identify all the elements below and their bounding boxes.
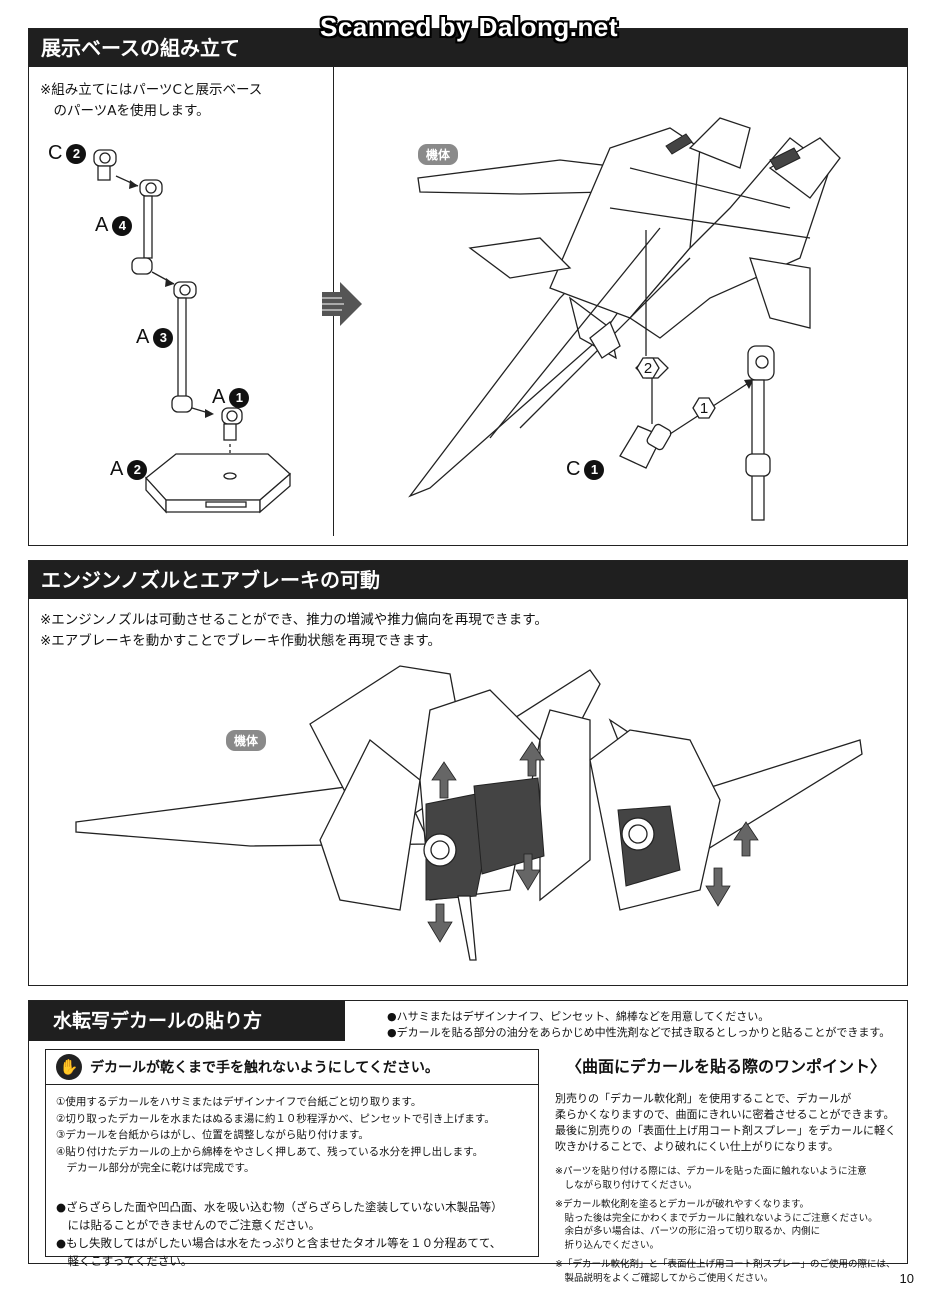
tip-line: 吹きかけることで、より破れにくい仕上がりになります。 xyxy=(555,1140,839,1153)
tip-note: 製品説明をよくご確認してからご使用ください。 xyxy=(555,1272,774,1284)
note-line-1: ※エンジンノズルは可動させることができ、推力の増減や推力偏向を再現できます。 xyxy=(40,612,548,628)
decal-steps-list: ①使用するデカールをハサミまたはデザインナイフで台紙ごと切り取ります。 ②切り取… xyxy=(56,1094,495,1177)
note-line-2: のパーツAを使用します。 xyxy=(40,103,210,119)
decal-note: 軽くこすってください。 xyxy=(56,1254,193,1268)
page-number: 10 xyxy=(899,1271,914,1286)
tip-note: ※パーツを貼り付ける際には、デカールを貼った面に触れないように注意 xyxy=(555,1166,867,1177)
tip-note: しながら取り付けてください。 xyxy=(555,1179,698,1191)
scan-watermark: Scanned by Dalong.net xyxy=(320,12,618,42)
required-tools-line: ●デカールを貼る部分の油分をあらかじめ中性洗剤などで拭き取るとしっかりと貼ること… xyxy=(387,1026,891,1039)
part-letter: C xyxy=(48,142,63,164)
tip-note: 貼った後は完全にかわくまでデカールに触れないようにご注意ください。 xyxy=(555,1212,878,1224)
warning-text: デカールが乾くまで手を触れないようにしてください。 xyxy=(90,1060,439,1076)
engine-nozzle-note: ※エンジンノズルは可動させることができ、推力の増減や推力偏向を再現できます。 ※… xyxy=(40,610,548,652)
step-number-1-label: 1 xyxy=(699,399,709,417)
tip-line: 最後に別売りの「表面仕上げ用コート剤スプレー」をデカールに軽く xyxy=(555,1124,896,1137)
required-tools-line: ●ハサミまたはデザインナイフ、ピンセット、綿棒などを用意してください。 xyxy=(387,1010,770,1023)
display-base-note: ※組み立てにはパーツCと展示ベース のパーツAを使用します。 xyxy=(40,80,262,122)
part-number-badge: 1 xyxy=(584,459,605,480)
tip-note: 折り込んでください。 xyxy=(555,1239,660,1251)
decal-step: ②切り取ったデカールを水またはぬるま湯に約１０秒程浮かべ、ピンセットで引き上げま… xyxy=(56,1112,495,1125)
tip-note: ※デカール軟化剤を塗るとデカールが破れやすくなります。 xyxy=(555,1199,810,1210)
aircraft-underside-illustration xyxy=(408,117,841,521)
tip-notes: ※パーツを貼り付ける際には、デカールを貼った面に触れないように注意 しながら取り… xyxy=(549,1165,903,1285)
warning-header: ✋ デカールが乾くまで手を触れないようにしてください。 xyxy=(46,1050,538,1085)
part-number-badge: 2 xyxy=(127,459,148,480)
aircraft-rear-illustration xyxy=(75,665,863,961)
tip-line: 別売りの「デカール軟化剤」を使用することで、デカールが xyxy=(555,1092,852,1105)
part-letter: A xyxy=(95,214,109,236)
decal-note: ●もし失敗してはがしたい場合は水をたっぷりと含ませたタオル等を１０分程あてて、 xyxy=(56,1236,502,1250)
required-tools-list: ●ハサミまたはデザインナイフ、ピンセット、綿棒などを用意してください。 ●デカー… xyxy=(387,1009,890,1041)
decal-step: ③デカールを台紙からはがし、位置を調整しながら貼り付けます。 xyxy=(56,1129,369,1141)
tip-title: 〈曲面にデカールを貼る際のワンポイント〉 xyxy=(565,1057,886,1076)
part-number-badge: 3 xyxy=(153,327,174,348)
step-number-1 xyxy=(692,397,716,419)
decal-instructions-box: ✋ デカールが乾くまで手を触れないようにしてください。 ①使用するデカールをハサ… xyxy=(45,1049,539,1268)
decal-note: には貼ることができませんのでご注意ください。 xyxy=(56,1218,321,1232)
stand-assembly-illustration xyxy=(93,149,291,514)
note-line-2: ※エアブレーキを動かすことでブレーキ作動状態を再現できます。 xyxy=(40,633,442,649)
section-title-engine-nozzle: エンジンノズルとエアブレーキの可動 xyxy=(29,561,907,599)
next-step-arrow xyxy=(322,282,362,326)
part-letter: C xyxy=(566,458,581,480)
decal-step: デカール部分が完全に乾けば完成です。 xyxy=(56,1162,255,1174)
decal-step: ④貼り付けたデカールの上から綿棒をやさしく押しあて、残っている水分を押し出します… xyxy=(56,1145,484,1158)
note-line-1: ※組み立てにはパーツCと展示ベース xyxy=(40,82,263,98)
part-number-badge: 1 xyxy=(229,387,250,408)
no-touch-icon: ✋ xyxy=(56,1054,82,1080)
curved-surface-tip: 〈曲面にデカールを貼る際のワンポイント〉 別売りの「デカール軟化剤」を使用するこ… xyxy=(549,1049,903,1285)
part-number-badge: 4 xyxy=(112,215,133,236)
part-letter: A xyxy=(110,458,124,480)
aircraft-badge: 機体 xyxy=(226,730,267,751)
part-letter: A xyxy=(136,326,150,348)
decal-note: ●ざらざらした面や凹凸面、水を吸い込む物（ざらざらした塗装していない木製品等） xyxy=(56,1200,503,1214)
aircraft-badge: 機体 xyxy=(418,144,459,165)
decal-notes-list: ●ざらざらした面や凹凸面、水を吸い込む物（ざらざらした塗装していない木製品等） … xyxy=(56,1198,503,1270)
tip-line: 柔らかくなりますので、曲面にきれいに密着させることができます。 xyxy=(555,1108,895,1121)
tip-note: ※「デカール軟化剤」と「表面仕上げ用コート剤スプレー」のご使用の際には、 xyxy=(555,1259,896,1270)
section-title-water-decal: 水転写デカールの貼り方 xyxy=(29,1001,345,1041)
step-number-2-label: 2 xyxy=(643,359,653,377)
tip-body: 別売りの「デカール軟化剤」を使用することで、デカールが 柔らかくなりますので、曲… xyxy=(549,1091,903,1155)
tip-note: 余白が多い場合は、パーツの形に沿って切り取るか、内側に xyxy=(555,1226,821,1237)
section-title-display-base: 展示ベースの組み立て xyxy=(29,29,907,67)
step-number-2 xyxy=(636,357,660,379)
part-number-badge: 2 xyxy=(66,143,87,164)
decal-step: ①使用するデカールをハサミまたはデザインナイフで台紙ごと切り取ります。 xyxy=(56,1096,422,1108)
water-decal-section: 水転写デカールの貼り方 ●ハサミまたはデザインナイフ、ピンセット、綿棒などを用意… xyxy=(28,1000,908,1284)
part-letter: A xyxy=(212,386,226,408)
